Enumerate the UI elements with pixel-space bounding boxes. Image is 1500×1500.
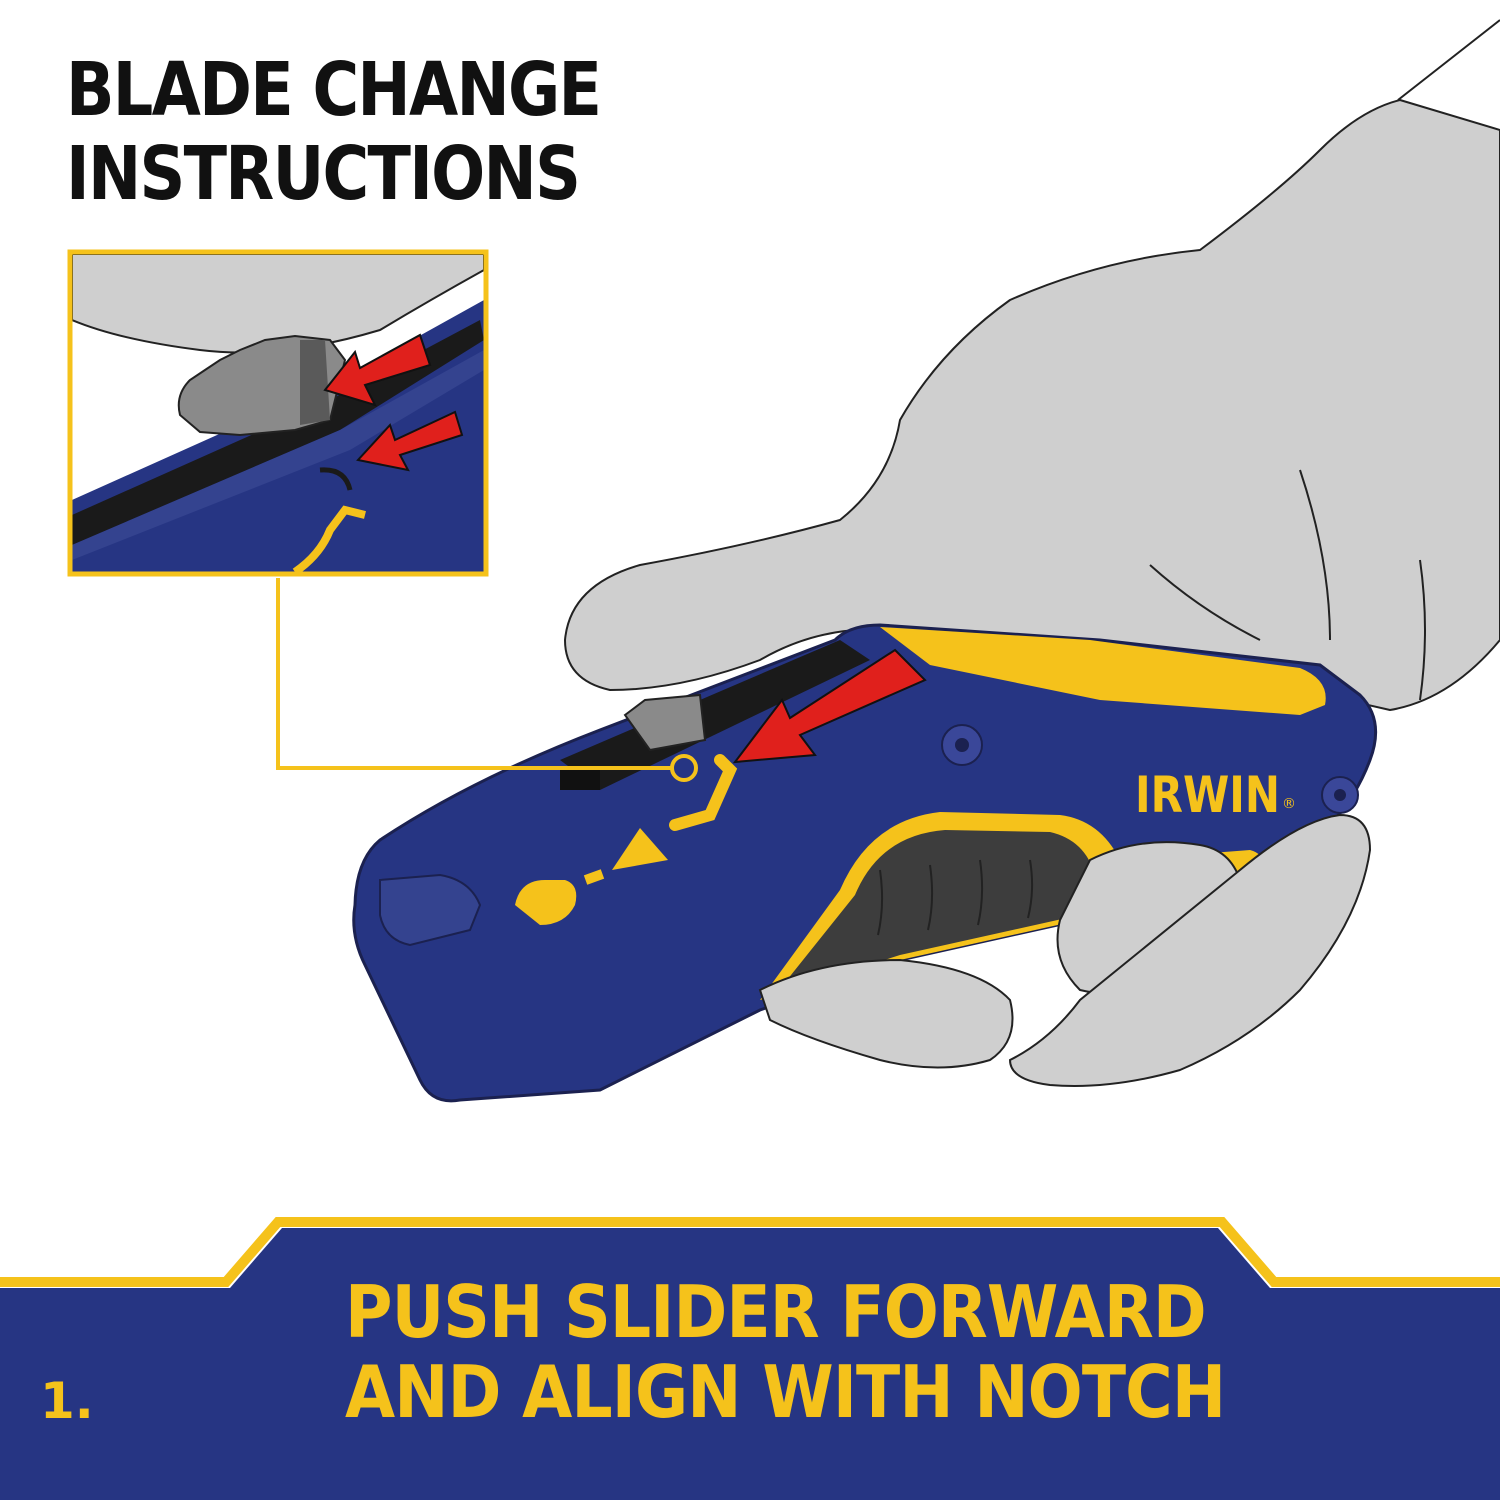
title-line-2: INSTRUCTIONS [66,131,581,217]
instruction-banner [0,1217,1500,1500]
zoom-inset [67,249,489,577]
push-direction-arrow-icon [356,410,464,472]
step-instruction: PUSH SLIDER FORWARD AND ALIGN WITH NOTCH [345,1270,1226,1434]
step-number: 1. [40,1372,94,1430]
diagram-title: BLADE CHANGE INSTRUCTIONS [66,47,602,217]
title-line-1: BLADE CHANGE [66,47,602,133]
instruction-line-2: AND ALIGN WITH NOTCH [345,1350,1226,1434]
callout-leader [276,578,698,782]
glove-fingers [758,813,1372,1087]
push-direction-arrow-icon [323,333,432,407]
brand-logo: IRWIN [1135,766,1280,824]
screw-icon [941,724,1359,814]
glove-hand [563,19,1500,712]
blade-indicator-icon [612,828,668,870]
push-direction-arrow-icon [732,648,927,764]
registered-mark: ® [1282,796,1296,812]
instruction-line-1: PUSH SLIDER FORWARD [345,1270,1207,1354]
